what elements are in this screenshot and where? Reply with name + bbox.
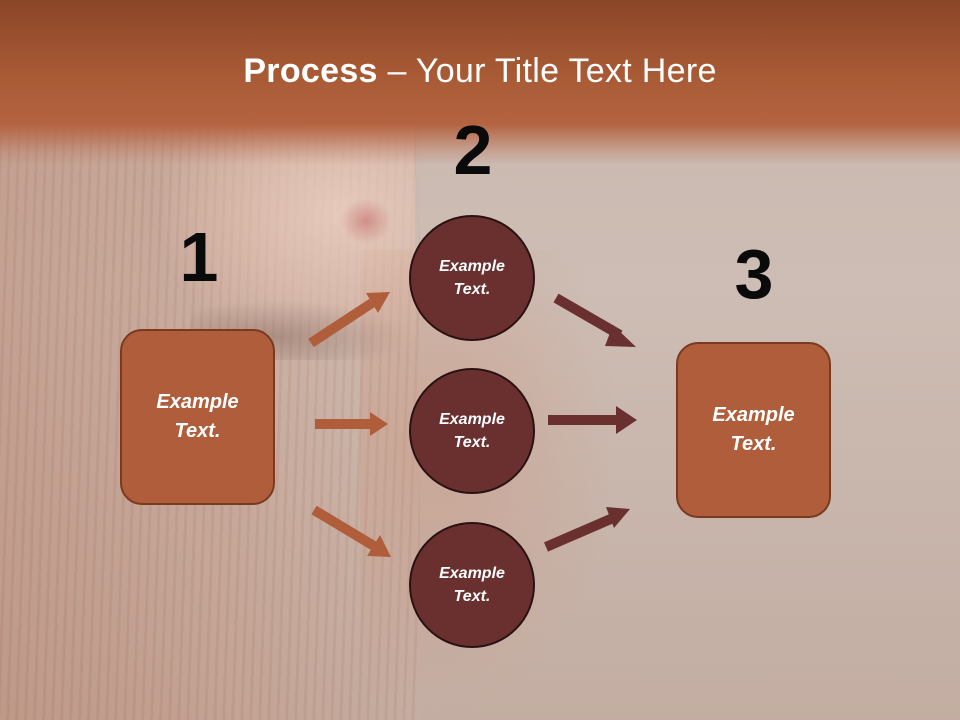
step-number-3: 3: [734, 235, 774, 313]
arrowhead-middle-3: [616, 406, 637, 434]
title-rest: Your Title Text Here: [415, 52, 717, 90]
circle-bottom-text-line2: Text.: [453, 588, 491, 605]
step-number-1: 1: [179, 218, 219, 296]
slide-title: Process – Your Title Text Here: [0, 52, 960, 91]
arrowhead-1-top: [366, 292, 390, 313]
arrowhead-bottom-3: [606, 507, 630, 528]
title-bold: Process: [243, 52, 378, 90]
arrow-bottom-to-3: [544, 513, 615, 552]
step-3-text-line2: Text.: [730, 433, 777, 455]
step-1-box: Example Text.: [120, 329, 275, 505]
step-number-2: 2: [453, 111, 493, 189]
title-separator: –: [377, 52, 416, 90]
circle-top-text-line1: Example: [439, 258, 505, 275]
step-1-text-line2: Text.: [174, 420, 221, 442]
step-3-box: Example Text.: [676, 342, 831, 518]
step-1-text-line1: Example: [156, 391, 239, 413]
title-bar: [0, 0, 960, 165]
arrowhead-1-bottom: [367, 535, 391, 557]
background-lips: [340, 198, 392, 244]
arrow-1-to-bottom: [311, 505, 377, 551]
arrowhead-top-3: [605, 325, 636, 347]
step-2-circle-middle: Example Text.: [409, 368, 535, 494]
step-2-circle-bottom: Example Text.: [409, 522, 535, 648]
circle-bottom-text-line1: Example: [439, 565, 505, 582]
arrow-top-to-3: [553, 293, 623, 340]
step-3-text-line1: Example: [712, 404, 795, 426]
circle-middle-text-line2: Text.: [453, 434, 491, 451]
arrow-1-to-top: [308, 298, 375, 348]
circle-middle-text-line1: Example: [439, 411, 505, 428]
circle-top-text-line2: Text.: [453, 281, 491, 298]
arrowhead-1-middle: [370, 412, 388, 436]
step-2-circle-top: Example Text.: [409, 215, 535, 341]
